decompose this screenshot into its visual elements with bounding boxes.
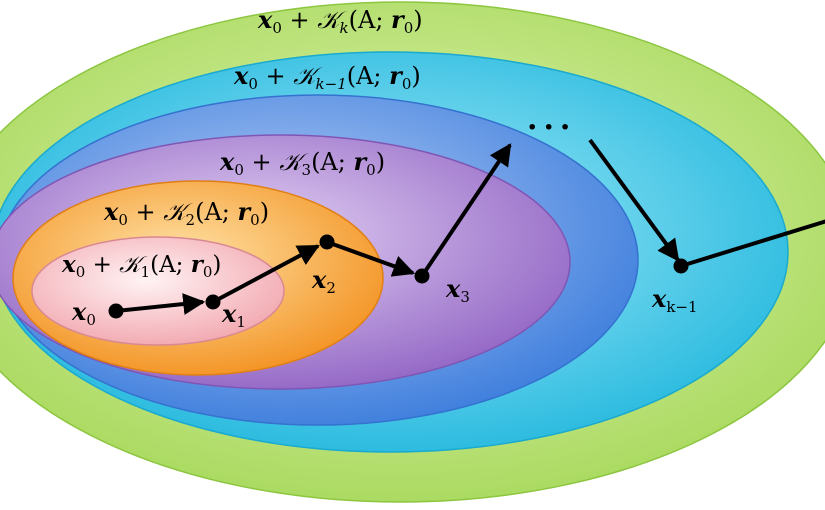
label-krylov: 𝒦	[317, 6, 340, 34]
label-open: (A;	[348, 6, 392, 34]
subspace-k-minus-1-label: x0 + 𝒦k−1(A; r0)	[234, 61, 421, 92]
step-arrow-x2-x3	[326, 240, 416, 277]
label-open: (A;	[311, 148, 354, 176]
subspace-3-label: x0 + 𝒦3(A; r0)	[220, 147, 386, 178]
label-r: r	[190, 251, 203, 278]
label-close: )	[413, 6, 423, 34]
label-plus: +	[85, 252, 120, 278]
label-plus: +	[127, 198, 164, 226]
iterate-name: x	[446, 274, 461, 303]
label-zero: 0	[202, 263, 213, 281]
iterate-name: x	[222, 299, 237, 328]
step-arrow-x0-x1	[115, 293, 206, 315]
label-r: r	[353, 147, 367, 176]
iterate-label-xkm1: xk−1	[652, 284, 698, 315]
label-x: x	[62, 251, 76, 278]
iterate-name: x	[652, 284, 667, 313]
iterate-label-x0: x0	[72, 297, 96, 328]
iterate-name: x	[312, 265, 327, 294]
label-index: k	[339, 19, 349, 37]
iterate-point-x0	[108, 303, 124, 319]
iterate-sub: k−1	[666, 298, 698, 316]
label-r: r	[391, 5, 404, 34]
iterate-sub: 3	[460, 288, 470, 306]
iterate-point-x2	[319, 234, 335, 250]
iterate-label-x1: x1	[222, 299, 246, 330]
subspace-k-label: x0 + 𝒦k(A; r0)	[258, 5, 423, 36]
label-open: (A;	[150, 252, 191, 278]
label-plus: +	[257, 62, 294, 90]
iterate-sub: 1	[236, 313, 246, 331]
label-krylov: 𝒦	[119, 252, 141, 278]
ellipsis-dots: ···	[527, 110, 577, 145]
label-zero: 0	[366, 161, 376, 179]
iterate-point-x3	[414, 268, 430, 284]
subspace-1-region	[31, 236, 285, 346]
label-zero: 0	[234, 161, 244, 179]
label-zero: 0	[75, 263, 86, 281]
iterate-name: x	[72, 297, 87, 326]
label-zero: 0	[118, 211, 128, 229]
label-plus: +	[281, 6, 318, 34]
label-x: x	[234, 61, 249, 90]
iterate-sub: 0	[86, 311, 96, 329]
label-zero: 0	[403, 19, 414, 37]
label-open: (A;	[195, 198, 238, 226]
step-arrow-x3-ellipsis	[420, 143, 512, 278]
label-close: )	[411, 62, 421, 90]
label-index: 3	[301, 161, 312, 179]
label-zero: 0	[250, 211, 260, 229]
label-zero: 0	[401, 75, 412, 93]
label-zero: 0	[248, 75, 258, 93]
iterate-label-x2: x2	[312, 265, 336, 296]
label-x: x	[258, 5, 273, 34]
step-arrow-ellipsis-xkm1	[588, 138, 680, 262]
label-krylov: 𝒦	[293, 62, 316, 90]
subspace-2-label: x0 + 𝒦2(A; r0)	[104, 197, 270, 228]
label-open: (A;	[346, 62, 390, 90]
label-index: k−1	[315, 75, 347, 93]
subspace-1-label: x0 + 𝒦1(A; r0)	[62, 251, 222, 280]
label-close: )	[259, 198, 270, 226]
iterate-sub: 2	[326, 279, 336, 297]
label-x: x	[104, 197, 119, 226]
label-zero: 0	[272, 19, 282, 37]
label-plus: +	[243, 148, 280, 176]
label-x: x	[220, 147, 235, 176]
iterate-point-x1	[205, 294, 221, 310]
step-arrow-xkm1-out	[680, 219, 825, 268]
step-arrow-x1-x2	[212, 244, 320, 304]
label-krylov: 𝒦	[279, 148, 302, 176]
iterate-point-xkm1	[673, 258, 689, 274]
label-r: r	[389, 61, 402, 90]
label-krylov: 𝒦	[163, 198, 186, 226]
label-index: 1	[140, 263, 151, 281]
label-close: )	[212, 252, 222, 278]
label-close: )	[375, 148, 386, 176]
label-r: r	[237, 197, 251, 226]
label-index: 2	[185, 211, 196, 229]
iterate-label-x3: x3	[446, 274, 470, 305]
